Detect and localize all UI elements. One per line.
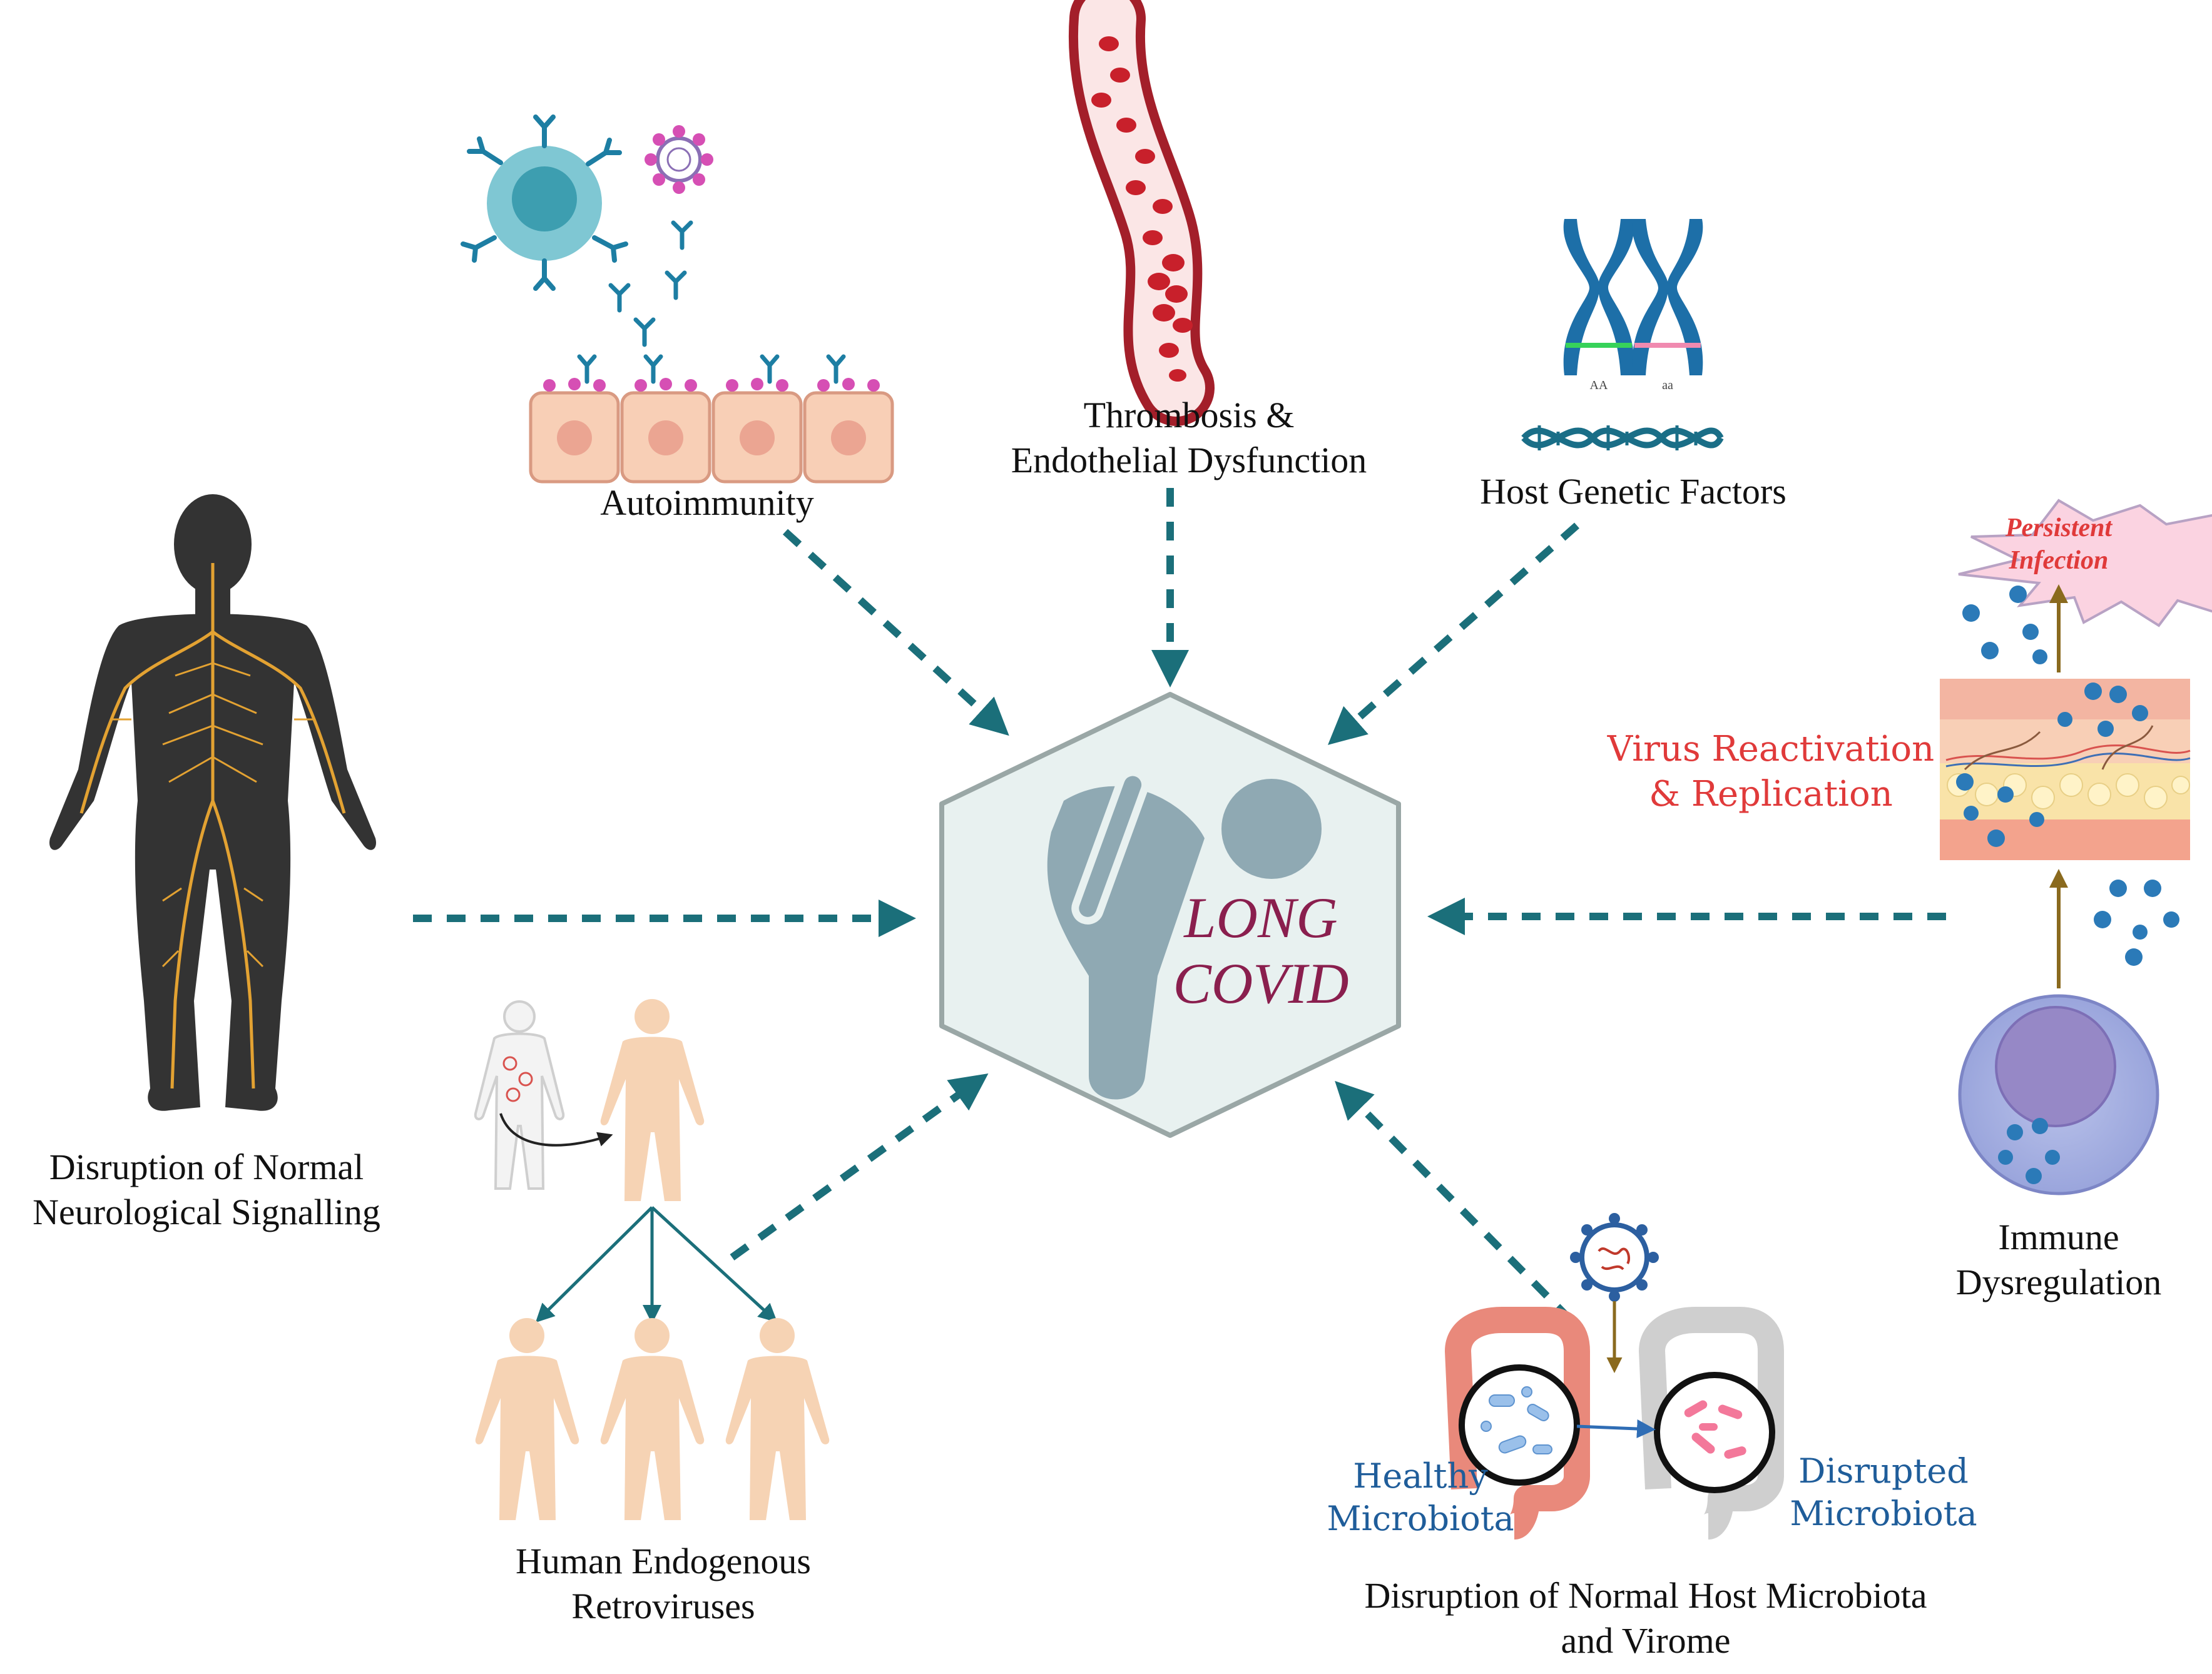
epithelial-cells [529,391,894,484]
healthy-microbiota-magnifier [1459,1364,1580,1486]
immune-dysregulation-label-line2: Dysregulation [1955,1262,2162,1302]
persistent-infection-label-line1: Persistent [2005,514,2113,542]
human-nervous-system-illustration [49,494,376,1111]
allele-right-label: aa [1662,378,1673,392]
dna-helix-icon [1521,425,1724,450]
herv-label-line1: Human Endogenous [516,1541,811,1581]
b-cell-icon [461,114,628,291]
red-blood-cells [1091,36,1193,382]
microbiota-illustration [1445,1213,1784,1540]
disrupted-microbiota-label-line1: Disrupted [1798,1451,1969,1491]
microbiota-shift-arrow [1576,1419,1656,1438]
center-title-line2: COVID [1173,951,1349,1015]
center-title-line1: LONG [1184,886,1338,950]
autoimmunity-illustration [461,114,894,484]
persistent-infection-label-line2: Infection [2009,546,2109,575]
virus-reactivation-label-line1: Virus Reactivation [1607,729,1935,769]
herv-illustration [474,999,830,1520]
virus-icon-small [645,125,713,194]
immune-dysregulation-illustration [1940,499,2212,1195]
free-antibodies [608,220,693,347]
microbiota-label-line2: and Virome [1561,1620,1731,1661]
arrow-microbiota [1335,1080,1574,1323]
fatigued-person-icon [1047,768,1322,1100]
allele-left-label: AA [1589,378,1608,392]
thrombosis-label-line1: Thrombosis & [1083,395,1295,435]
arrows [413,488,1946,1323]
persistent-infection-burst-icon [1958,499,2212,627]
healthy-gut-icon [1445,1307,1590,1540]
offspring-person-icons [475,1318,830,1520]
healthy-microbiota-label-line1: Healthy [1353,1456,1488,1496]
neurological-label-line1: Disruption of Normal [49,1147,364,1187]
neurological-label-line2: Neurological Signalling [33,1192,380,1232]
virus-reactivation-label-line2: & Replication [1649,774,1893,814]
arrow-host-genetic [1327,522,1579,745]
herv-label-line2: Retroviruses [571,1586,755,1626]
nerves [79,563,346,1089]
disrupted-gut-icon [1639,1307,1784,1540]
arrow-autoimmunity [782,529,1009,736]
host-genetic-label: Host Genetic Factors [1480,471,1786,512]
bound-antibodies [543,354,880,392]
chromosome-left-icon [1563,219,1634,375]
microbiota-label-line1: Disruption of Normal Host Microbiota [1364,1575,1927,1616]
infected-person-icon [474,1000,565,1190]
thrombosis-label-line2: Endothelial Dysfunction [1011,440,1367,480]
transmission-arrow [499,1113,613,1147]
healthy-microbiota-label-line2: Microbiota [1327,1499,1514,1538]
sars-cov-2-icon [1570,1213,1659,1302]
virus-markers [502,1056,533,1102]
disrupted-microbiota-label-line2: Microbiota [1790,1494,1977,1533]
chromosomes-illustration [1521,219,1724,450]
descendant-person-icon [600,999,705,1201]
blood-vessel-illustration [1068,0,1215,426]
tissue-layers [1940,679,2191,860]
immune-dysregulation-label-line1: Immune [1998,1217,2119,1257]
inheritance-arrows [535,1206,778,1324]
chromosome-right-icon [1632,219,1703,375]
disrupted-microbiota-magnifier [1654,1372,1775,1493]
virus-particles [1956,586,2179,1184]
immune-cell-icon [1958,994,2159,1195]
autoimmunity-label: Autoimmunity [600,482,814,523]
arrow-herv [730,1073,989,1261]
